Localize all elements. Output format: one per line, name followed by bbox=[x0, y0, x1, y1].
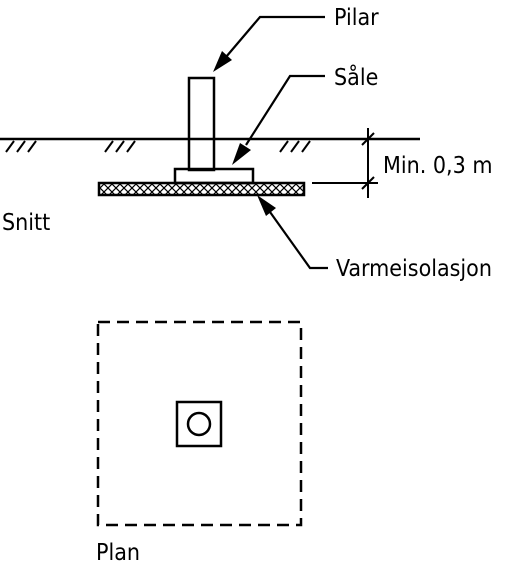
leader-pilar bbox=[213, 15, 325, 72]
plan-view: Plan bbox=[96, 320, 303, 566]
pillar-plan bbox=[186, 411, 212, 437]
section-view: Pilar Såle Min. 0,3 m Snitt Varmeisolasj… bbox=[0, 5, 493, 282]
label-min-depth: Min. 0,3 m bbox=[383, 153, 493, 179]
pillar bbox=[187, 76, 216, 172]
insulation-outline-dashed bbox=[96, 320, 303, 527]
label-varmeisolasjon: Varmeisolasjon bbox=[336, 256, 492, 282]
label-plan: Plan bbox=[96, 540, 140, 566]
label-snitt: Snitt bbox=[2, 210, 50, 236]
label-pilar: Pilar bbox=[334, 5, 379, 31]
insulation-board bbox=[97, 181, 306, 197]
leader-varmeisolasjon bbox=[257, 195, 328, 270]
ground-hatch bbox=[5, 140, 311, 153]
footing-plan bbox=[175, 400, 223, 448]
depth-dimension bbox=[312, 128, 378, 198]
label-sale: Såle bbox=[334, 63, 378, 91]
leader-sale bbox=[232, 74, 325, 165]
